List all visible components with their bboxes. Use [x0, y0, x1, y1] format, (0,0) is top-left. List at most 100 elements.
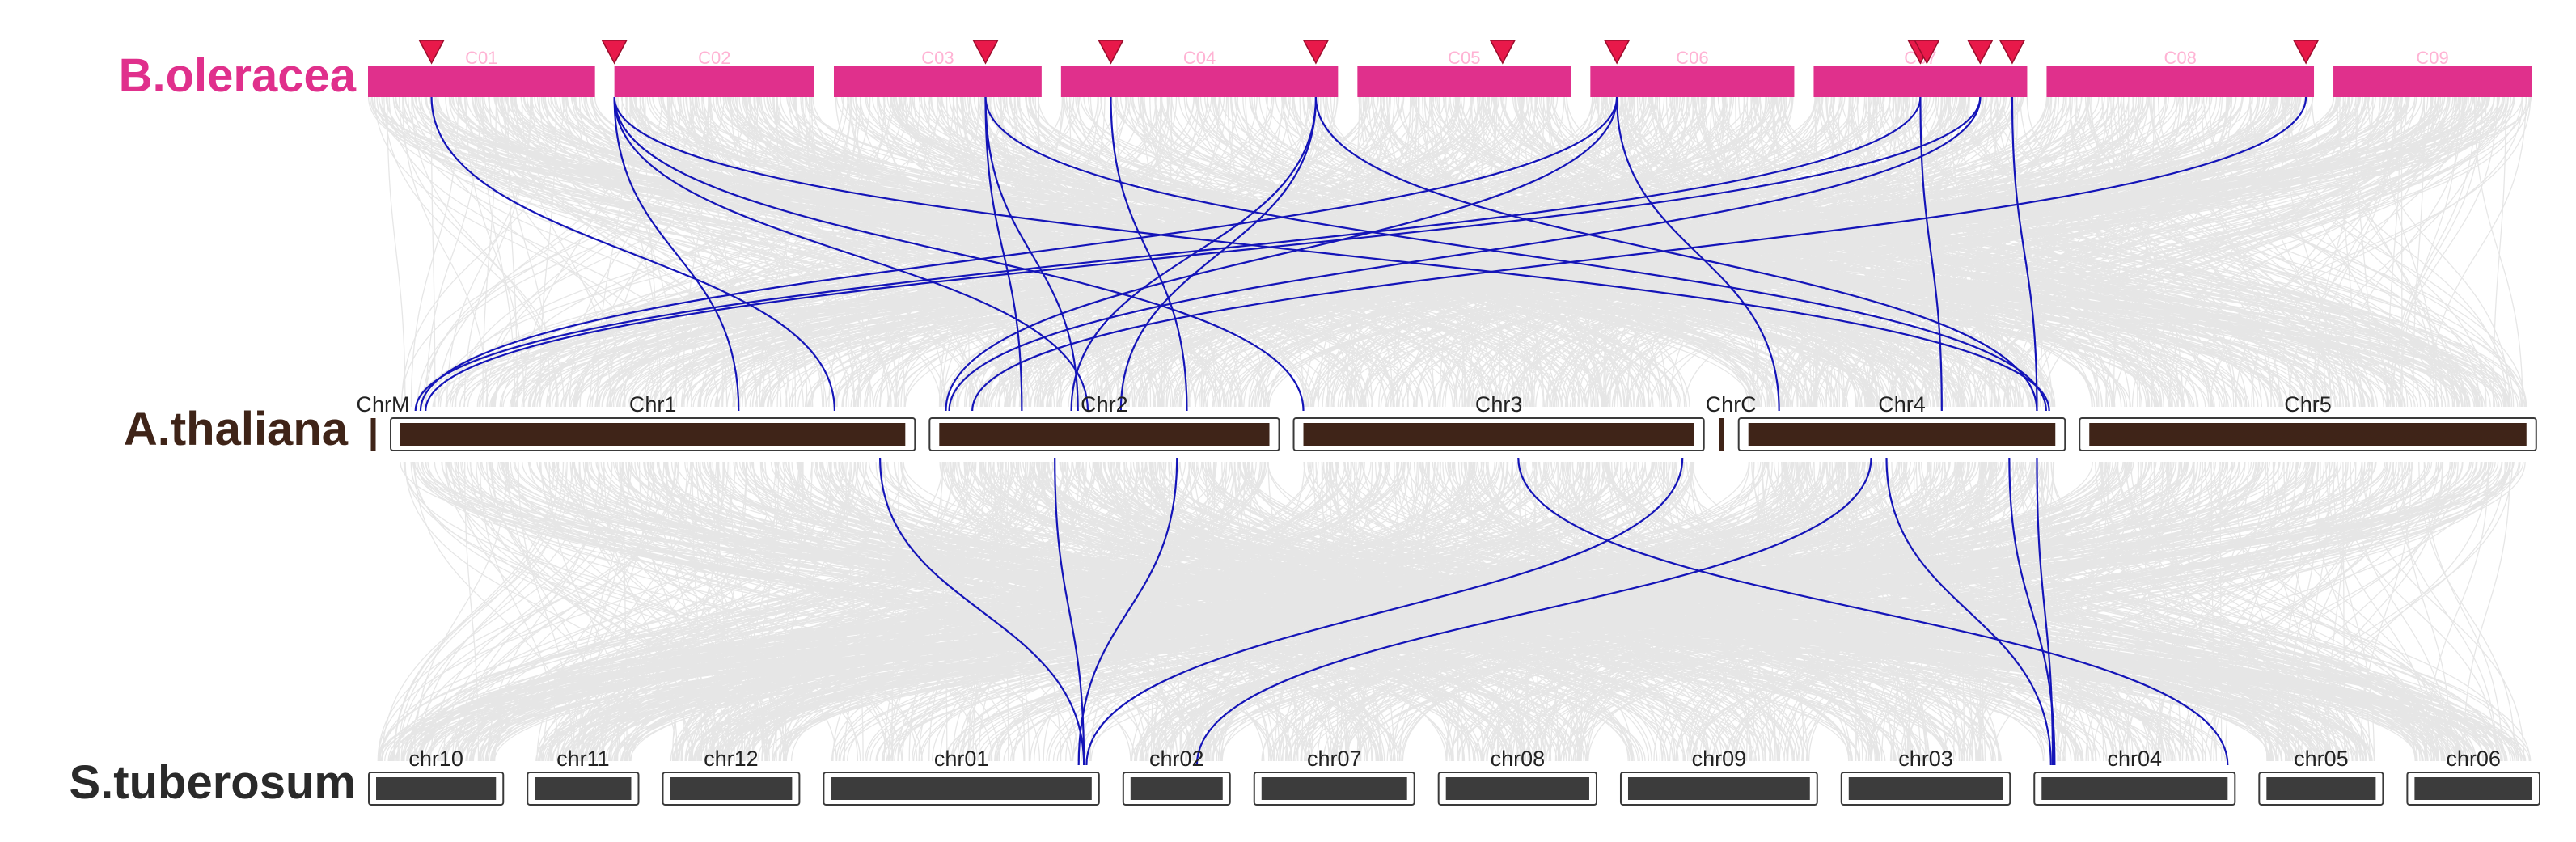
- collinear-link-bo-at-6: [984, 96, 1079, 412]
- collinear-link-bo-at-15: [414, 96, 1922, 412]
- chrom-label: chr10: [408, 747, 463, 771]
- chrom-label: C06: [1676, 48, 1708, 68]
- chrom-label: chr04: [2108, 747, 2163, 771]
- collinear-link-bo-at-17: [425, 96, 1982, 412]
- collinear-link-bo-at-5: [984, 96, 1023, 412]
- chrom-chr11: chr11: [527, 747, 640, 806]
- highlighted-collinear-links: [414, 96, 2307, 766]
- chrom-label: chr08: [1491, 747, 1546, 771]
- collinear-link-bo-at-19: [2011, 96, 2038, 412]
- collinear-link-bo-at-20: [971, 96, 2307, 412]
- gene-marker-icon: [1603, 40, 1631, 65]
- collinear-link-bo-at-4: [613, 96, 2050, 412]
- gene-marker-icon: [2292, 40, 2320, 65]
- chrom-chr5: Chr5: [2079, 392, 2537, 451]
- chrom-label: ChrC: [1706, 392, 1757, 417]
- chrom-label: chr12: [704, 747, 759, 771]
- chrom-label: Chr4: [1878, 392, 1926, 417]
- chrom-label: Chr5: [2284, 392, 2332, 417]
- collinear-link-bo-at-3: [613, 96, 1305, 412]
- chrom-label: chr05: [2294, 747, 2349, 771]
- chrom-label: C08: [2164, 48, 2197, 68]
- chrom-chr07: chr07: [1253, 747, 1415, 806]
- collinear-link-bo-at-7: [984, 96, 2047, 412]
- collinear-link-bo-at-8: [1110, 96, 1188, 412]
- chrom-chrm: ChrM: [357, 392, 410, 451]
- chrom-chr08: chr08: [1437, 747, 1597, 806]
- gene-marker-icon: [418, 40, 445, 65]
- gene-marker-icon: [601, 40, 628, 65]
- chrom-c05: C05: [1357, 48, 1571, 97]
- chrom-c02: C02: [614, 48, 814, 97]
- chrom-chr01: chr01: [823, 747, 1100, 806]
- chrom-c07: C07: [1813, 48, 2028, 97]
- gene-markers: [418, 40, 2320, 65]
- gene-marker-icon: [1098, 40, 1124, 65]
- chrom-c08: C08: [2046, 48, 2315, 97]
- chrom-chr03: chr03: [1840, 747, 2011, 806]
- collinear-link-bo-at-11: [1314, 96, 2038, 412]
- chrom-chr4: Chr4: [1737, 392, 2066, 451]
- gene-marker-icon: [1302, 40, 1330, 65]
- gene-marker-icon: [1914, 40, 1940, 65]
- chrom-label: chr07: [1307, 747, 1362, 771]
- collinear-link-at-st-5: [1195, 457, 1872, 766]
- chrom-label: ChrM: [357, 392, 410, 417]
- species-label-b-oleracea: B.oleracea: [119, 49, 357, 102]
- collinear-link-bo-at-13: [945, 96, 1618, 412]
- collinear-link-bo-at-18: [948, 96, 1982, 412]
- species-label-s-tuberosum: S.tuberosum: [70, 756, 357, 809]
- collinear-link-bo-at-1: [613, 96, 740, 412]
- species-label-a-thaliana: A.thaliana: [124, 403, 349, 455]
- chrom-chr2: Chr2: [928, 392, 1280, 451]
- gene-marker-icon: [1999, 40, 2026, 65]
- chrom-chr06: chr06: [2406, 747, 2540, 806]
- chrom-c01: C01: [368, 48, 595, 97]
- collinear-link-at-st-6: [1885, 457, 2052, 766]
- chrom-chr1: Chr1: [390, 392, 916, 451]
- chrom-chr02: chr02: [1122, 747, 1231, 806]
- collinear-link-at-st-1: [1054, 457, 1085, 766]
- chrom-label: chr03: [1898, 747, 1953, 771]
- chrom-chr09: chr09: [1619, 747, 1818, 806]
- chrom-chrc: ChrC: [1706, 392, 1757, 451]
- collinear-link-bo-at-12: [419, 96, 1618, 412]
- collinear-link-at-st-0: [879, 457, 1085, 766]
- chrom-label: C02: [698, 48, 730, 68]
- chrom-label: C04: [1183, 48, 1216, 68]
- collinear-link-at-st-4: [1085, 457, 1684, 766]
- chrom-label: chr01: [934, 747, 989, 771]
- chrom-label: Chr1: [629, 392, 677, 417]
- chrom-label: Chr2: [1081, 392, 1128, 417]
- chrom-chr10: chr10: [368, 747, 505, 806]
- chrom-label: chr09: [1692, 747, 1747, 771]
- chrom-chr04: chr04: [2033, 747, 2236, 806]
- collinear-link-at-st-3: [1517, 457, 2229, 766]
- collinear-link-bo-at-0: [430, 96, 836, 412]
- chrom-chr12: chr12: [662, 747, 801, 806]
- gene-marker-icon: [1489, 40, 1516, 65]
- collinear-link-bo-at-14: [1616, 96, 1780, 412]
- collinear-link-at-st-8: [2036, 457, 2054, 766]
- collinear-link-bo-at-9: [1070, 96, 1318, 412]
- chrom-label: chr11: [556, 747, 610, 771]
- chrom-label: Chr3: [1475, 392, 1523, 417]
- collinear-link-bo-at-10: [1119, 96, 1318, 412]
- chrom-label: C01: [465, 48, 497, 68]
- collinear-link-at-st-2: [1077, 457, 1178, 766]
- chrom-chr05: chr05: [2258, 747, 2384, 806]
- chrom-c03: C03: [833, 48, 1042, 97]
- chrom-chr3: Chr3: [1292, 392, 1705, 451]
- gene-marker-icon: [972, 40, 999, 65]
- chrom-label: C09: [2416, 48, 2448, 68]
- chrom-label: C03: [921, 48, 954, 68]
- chrom-c09: C09: [2333, 48, 2532, 97]
- chrom-label: chr06: [2446, 747, 2501, 771]
- gene-marker-icon: [1967, 40, 1994, 65]
- chrom-label: C05: [1448, 48, 1480, 68]
- collinear-link-bo-at-2: [613, 96, 1089, 412]
- chrom-label: chr02: [1149, 747, 1204, 771]
